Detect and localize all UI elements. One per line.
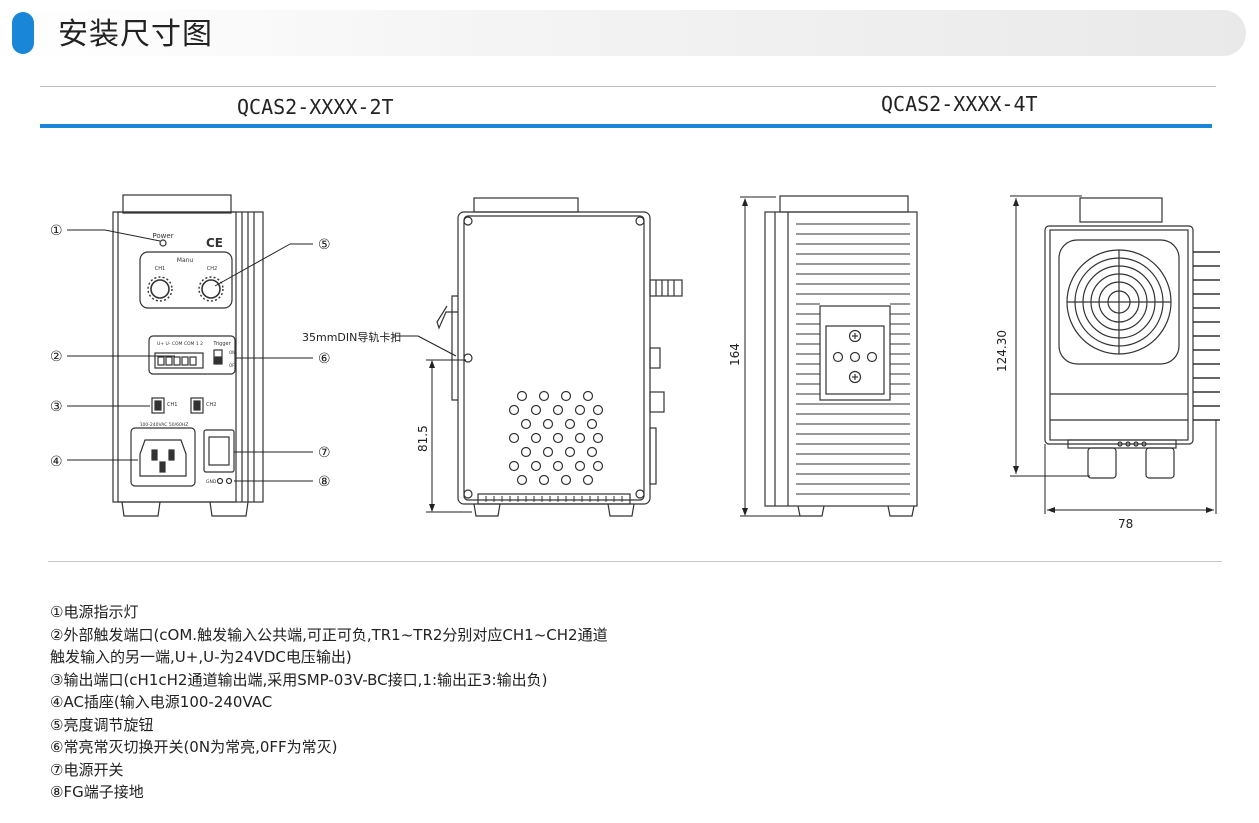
end-fins [1193, 251, 1220, 421]
callout-8: ⑧ [318, 474, 331, 490]
page-title: 安装尺寸图 [58, 17, 213, 52]
front-foot-left [121, 501, 161, 517]
front-panel [117, 211, 237, 503]
gnd-terminal-icon [216, 477, 224, 485]
knob-ch1-icon[interactable] [147, 276, 173, 302]
gnd-label: GND [206, 479, 217, 485]
din-label: 35mmDIN导轨卡扣 [302, 330, 401, 344]
technical-drawing: Power CE Manu CH1 CH2 U+ U- COM COM 1 2 … [50, 194, 1220, 531]
knob-ch1-label: CH1 [155, 266, 165, 272]
notes-list: ①电源指示灯 ②外部触发端口(cOM.触发输入公共端,可正可负,TR1~TR2分… [50, 601, 608, 804]
power-label: Power [152, 232, 173, 240]
end-housing [1044, 225, 1194, 445]
knob-panel [139, 251, 233, 309]
side-top-connector [473, 197, 579, 213]
output-ch1-label: CH1 [167, 402, 177, 408]
end-height-dim: 124.30 [995, 330, 1009, 372]
screw-icon [463, 216, 473, 226]
output-port-ch1-icon [151, 397, 165, 414]
output-port-ch2-icon [190, 397, 204, 414]
bracket-screw-icon [848, 329, 862, 343]
din-clip-icon [436, 305, 458, 330]
note-item: ⑤亮度调节旋钮 [50, 715, 154, 734]
callout-7: ⑦ [318, 445, 331, 461]
ac-rating-label: 100-240VAC 50/60HZ [140, 422, 189, 428]
header-accent [12, 12, 34, 54]
trigger-label: Trigger [212, 341, 231, 347]
callout-6: ⑥ [318, 351, 331, 367]
callout-1: ① [50, 223, 63, 239]
ce-mark: CE [206, 236, 223, 250]
terminal-label: U+ U- COM COM 1 2 [157, 341, 203, 347]
output-ch2-label: CH2 [206, 402, 216, 408]
side-vent-strip [477, 493, 631, 505]
note-item: ⑦电源开关 [50, 760, 124, 779]
rear-view: 164 [728, 195, 918, 517]
note-item: 触发输入的另一端,U+,U-为24VDC电压输出) [50, 648, 352, 666]
note-item: ④AC插座(输入电源100-240VAC [50, 693, 273, 711]
callout-2: ② [50, 349, 63, 365]
side-height-dim: 81.5 [416, 425, 430, 452]
manu-label: Manu [177, 257, 194, 264]
note-item: ③输出端口(cH1cH2通道输出端,采用SMP-03V-BC接口,1:输出正3:… [50, 670, 548, 689]
end-foot-left [1087, 447, 1117, 479]
on-label: ON [229, 350, 235, 355]
power-led-icon [159, 239, 167, 247]
end-foot-right [1145, 447, 1175, 479]
end-top-connector [1079, 197, 1163, 223]
terminal-block-icon [154, 352, 204, 369]
header-bar [12, 10, 1246, 56]
side-view: 35mmDIN导轨卡扣 81.5 [302, 197, 683, 517]
vent-hole-pattern [508, 390, 604, 486]
note-item: ⑧FG端子接地 [50, 783, 144, 801]
front-top-connector [122, 194, 232, 214]
power-switch-icon[interactable] [203, 429, 235, 473]
side-knob-icon [649, 279, 683, 297]
fan-guard-icon [1058, 239, 1180, 365]
callout-5: ⑤ [318, 237, 331, 253]
model-left: QCAS2-XXXX-2T [237, 95, 394, 119]
note-item: ①电源指示灯 [50, 603, 139, 621]
trigger-panel [148, 335, 236, 375]
rear-fins [796, 223, 910, 495]
toggle-switch-icon[interactable] [213, 349, 223, 365]
side-housing [457, 211, 651, 505]
end-width-dim: 78 [1118, 517, 1133, 531]
note-item: ②外部触发端口(cOM.触发输入公共端,可正可负,TR1~TR2分别对应CH1~… [50, 625, 608, 644]
front-view: Power CE Manu CH1 CH2 U+ U- COM COM 1 2 … [50, 194, 331, 517]
end-view: 124.30 78 [995, 195, 1220, 531]
model-right: QCAS2-XXXX-4T [881, 92, 1038, 116]
note-item: ⑥常亮常灭切换开关(0N为常亮,0FF为常灭) [50, 738, 338, 756]
ac-socket-icon [130, 427, 196, 487]
top-divider [40, 86, 1216, 87]
off-label: OFF [229, 363, 237, 368]
blue-divider [40, 124, 1212, 128]
knob-ch2-label: CH2 [207, 266, 217, 272]
front-foot-right [209, 501, 249, 517]
rear-height-dim: 164 [728, 343, 742, 366]
callout-3: ③ [50, 399, 63, 415]
callout-4: ④ [50, 454, 63, 470]
knob-ch2-icon[interactable] [198, 276, 224, 302]
notes-divider [48, 561, 1222, 562]
